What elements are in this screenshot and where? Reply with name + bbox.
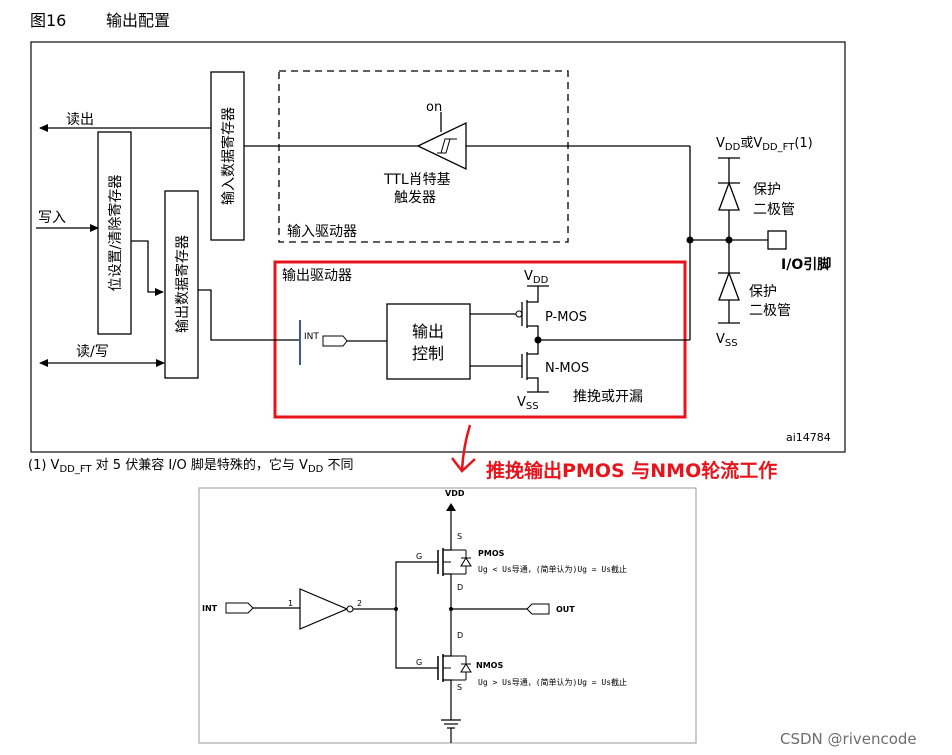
output-driver-label: 输出驱动器 (282, 268, 352, 284)
bsrr-to-odr-wire (131, 240, 164, 296)
vdd-label: VDD (524, 269, 549, 286)
pmos-g-label: G (416, 552, 422, 561)
odr-to-driver-wire (198, 289, 300, 341)
pin-junction (725, 236, 733, 244)
nmos-d-label: D (457, 631, 463, 640)
bottom-nmos-label: NMOS (476, 661, 503, 670)
figure-label: 图16 (30, 11, 66, 30)
bit-set-reset-register-label: 位设置/清除寄存器 (107, 175, 124, 292)
protect-diode-top-label-1: 保护 (753, 182, 781, 198)
input-driver-label: 输入驱动器 (287, 224, 357, 240)
vdd-vddft-label: VDD或VDD_FT(1) (716, 136, 813, 153)
input-data-register-label: 输入数据寄存器 (220, 107, 237, 205)
protect-diode-bottom (718, 271, 740, 301)
int-connector-icon (322, 335, 348, 347)
inverter (299, 588, 349, 630)
inverter-bubble (346, 605, 354, 613)
figure-code: ai14784 (786, 431, 831, 444)
highlight-arrow (460, 424, 472, 471)
vdd-arrow-icon (446, 503, 456, 511)
protect-diode-top (718, 181, 740, 211)
bottom-diagram-frame (198, 487, 697, 744)
bottom-pmos-label: PMOS (478, 549, 505, 558)
schmitt-trigger (416, 121, 467, 171)
pin1-label: 1 (288, 599, 293, 608)
output-control-block (386, 303, 471, 380)
io-pin-label: I/O引脚 (781, 257, 831, 273)
nmos-note: Ug > Us导通，(简单认为)Ug = Us截止 (478, 677, 627, 687)
write-in-label: 写入 (38, 210, 66, 226)
figure-title: 输出配置 (106, 11, 170, 30)
top-diagram-frame (30, 41, 846, 453)
input-data-register (210, 71, 245, 241)
footnote: (1) VDD_FT 对 5 伏兼容 I/O 脚是特殊的，它与 VDD 不同 (28, 457, 354, 475)
highlight-arrow-head (451, 457, 476, 473)
push-pull-annotation: 推挽输出PMOS 与NMO轮流工作 (486, 459, 777, 482)
int-input-connector-icon (225, 602, 254, 614)
watermark: CSDN @rivencode (780, 730, 917, 748)
pmos-source-wire (527, 286, 539, 303)
vss-right-label: VSS (716, 332, 738, 349)
out-connector-icon (526, 603, 550, 615)
bottom-int-label: INT (202, 604, 218, 613)
bit-set-reset-register (97, 131, 132, 335)
pmos2-body-diode-icon (460, 557, 472, 567)
gate-bus-wire (395, 561, 438, 669)
bottom-vdd-label: VDD (445, 489, 465, 498)
output-control-label-2: 控制 (412, 344, 444, 363)
gate-junction (394, 607, 398, 611)
nmos-s-label: S (457, 683, 462, 692)
read-write-label: 读/写 (76, 343, 109, 360)
protect-diode-top-label-2: 二极管 (753, 202, 795, 218)
ttl-schmitt-label-2: 触发器 (394, 190, 436, 206)
nmos2-body-diode-icon (460, 663, 472, 673)
nmos-source-wire (527, 377, 539, 392)
input-driver-box (278, 70, 569, 243)
schmitt-hysteresis-icon (437, 138, 457, 154)
pmos-note: Ug < Us导通，(简单认为)Ug = Us截止 (478, 564, 627, 574)
schmitt-on-label: on (426, 100, 442, 115)
vss-label: VSS (517, 395, 539, 412)
output-control-label-1: 输出 (412, 322, 444, 341)
nmos-g-label: G (416, 658, 422, 667)
output-data-register (164, 190, 199, 379)
protect-diode-bottom-label-2: 二极管 (749, 303, 791, 319)
int-label: INT (304, 332, 319, 342)
bottom-out-label: OUT (556, 605, 575, 614)
nmos-drain-wire (527, 340, 539, 355)
pmos-label: P-MOS (545, 310, 587, 325)
pmos-s-label: S (457, 532, 462, 541)
pmos-drain-wire (527, 325, 539, 340)
push-pull-label: 推挽或开漏 (573, 389, 643, 405)
read-out-label: 读出 (66, 111, 94, 128)
nmos-label: N-MOS (545, 361, 589, 376)
io-pin-square (767, 230, 787, 250)
pmos-gate-bubble (515, 310, 523, 318)
protect-diode-bottom-label-1: 保护 (749, 284, 777, 300)
output-data-register-label: 输出数据寄存器 (174, 235, 191, 333)
ttl-schmitt-label-1: TTL肖特基 (383, 171, 451, 188)
pmos-d-label: D (457, 583, 463, 592)
pin2-label: 2 (357, 599, 362, 608)
